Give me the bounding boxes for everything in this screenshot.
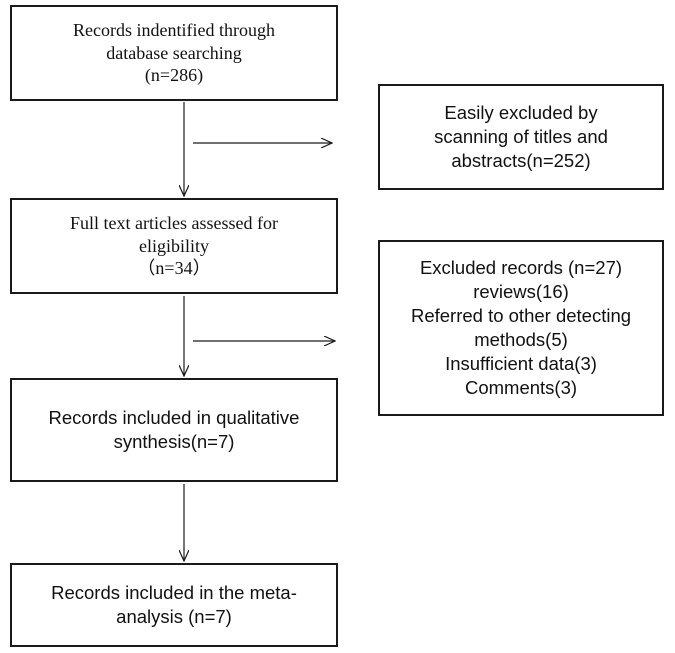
box-text-line: reviews(16) bbox=[473, 280, 569, 302]
box-text-line: scanning of titles and bbox=[434, 125, 608, 147]
qualitative-synthesis-box: Records included in qualitative synthesi… bbox=[10, 378, 338, 482]
records-identified-box: Records indentified through database sea… bbox=[10, 5, 338, 101]
box-text-line: Records included in the meta- bbox=[51, 581, 297, 603]
box-text-line: methods(5) bbox=[474, 329, 568, 350]
excluded-records-box: Excluded records (n=27) reviews(16) Refe… bbox=[378, 240, 664, 416]
box-text-line: Full text articles assessed for bbox=[70, 213, 278, 234]
box-text-line: （n=34） bbox=[137, 258, 211, 279]
excluded-by-titles-box: Easily excluded by scanning of titles an… bbox=[378, 84, 664, 190]
box-text-line: database searching bbox=[106, 42, 242, 63]
box-text-line: analysis (n=7) bbox=[116, 606, 232, 627]
full-text-assessed-box: Full text articles assessed for eligibil… bbox=[10, 198, 338, 294]
box-text-line: Records indentified through bbox=[73, 20, 275, 41]
meta-analysis-box: Records included in the meta- analysis (… bbox=[10, 563, 338, 647]
box-text-line: Excluded records (n=27) bbox=[419, 256, 623, 278]
box-text-line: abstracts(n=252) bbox=[451, 150, 591, 172]
box-text-line: Easily excluded by bbox=[444, 101, 598, 123]
box-text-line: eligibility bbox=[139, 235, 209, 256]
box-text-line: (n=286) bbox=[144, 65, 204, 86]
box-text-line: Records included in qualitative bbox=[48, 406, 300, 428]
box-text-line: Referred to other detecting bbox=[410, 304, 632, 326]
box-text-line: Comments(3) bbox=[464, 377, 578, 399]
box-text-line: synthesis(n=7) bbox=[113, 431, 235, 452]
box-text-line: Insufficient data(3) bbox=[445, 353, 597, 375]
